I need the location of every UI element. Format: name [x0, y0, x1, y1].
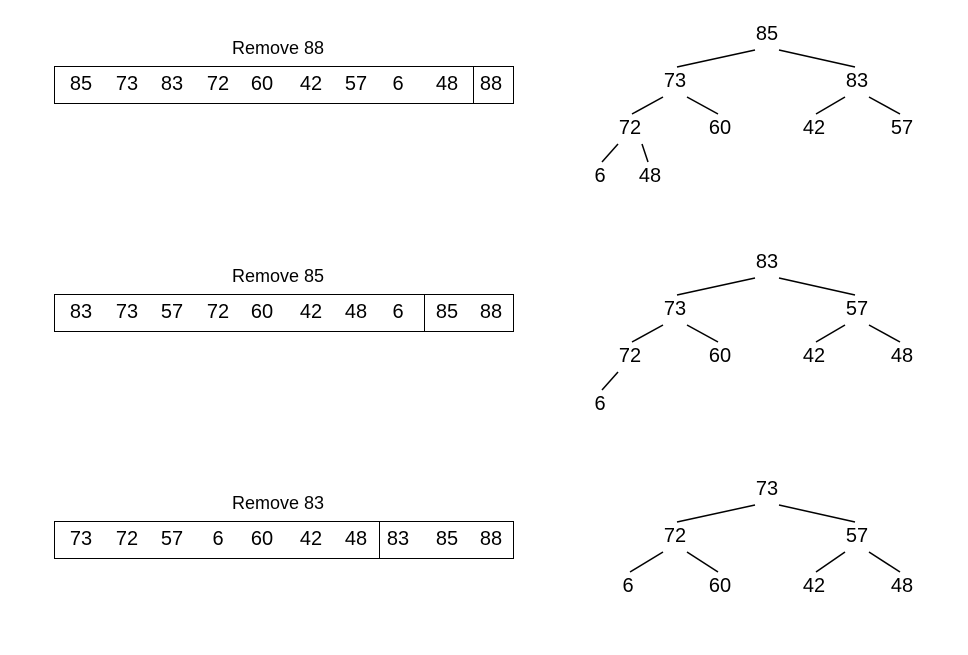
array-cell: 42: [299, 528, 323, 550]
array-cell: 48: [344, 301, 368, 323]
tree-node: 72: [619, 345, 641, 367]
tree-edge: [631, 324, 664, 343]
tree-node: 72: [664, 525, 686, 547]
array-cell: 88: [479, 73, 503, 95]
tree-node: 60: [709, 117, 731, 139]
sorted-divider: [379, 522, 380, 558]
array-cell: 60: [250, 528, 274, 550]
tree-node: 48: [891, 345, 913, 367]
tree-edge: [778, 49, 856, 68]
array-cell: 73: [115, 73, 139, 95]
tree-edge: [815, 324, 846, 343]
array-cell: 72: [206, 73, 230, 95]
tree-node: 83: [756, 251, 778, 273]
tree-node: 42: [803, 575, 825, 597]
array-cell: 57: [344, 73, 368, 95]
step-1: Remove 88 85 73 83 72 60 42 57 6 48 88 85 73 83 72 60 42…: [0, 0, 968, 200]
heap-tree: 85 73 83 72 60 42 57 6 48: [594, 23, 913, 187]
array-cell: 57: [160, 301, 184, 323]
array-cell: 72: [206, 301, 230, 323]
step-caption: Remove 83: [232, 493, 325, 513]
tree-node: 6: [594, 165, 605, 187]
tree-node: 42: [803, 117, 825, 139]
tree-edge: [601, 143, 619, 163]
array-cell: 83: [69, 301, 93, 323]
array-cell: 6: [392, 301, 404, 323]
array-cell: 48: [435, 73, 459, 95]
tree-node: 60: [709, 345, 731, 367]
tree-edge: [629, 551, 664, 573]
tree-node: 83: [846, 70, 868, 92]
array-box: 83 73 57 72 60 42 48 6 85 88: [54, 294, 514, 332]
tree-edge: [778, 504, 856, 523]
tree-node: 73: [756, 478, 778, 500]
tree-edge: [686, 324, 719, 343]
array-box: 85 73 83 72 60 42 57 6 48 88: [54, 66, 514, 104]
tree-node: 60: [709, 575, 731, 597]
tree-edge: [686, 551, 719, 573]
array-cell: 42: [299, 301, 323, 323]
step-2: Remove 85 83 73 57 72 60 42 48 6 85 88 83 73 57 72 60 42…: [0, 228, 968, 428]
tree-node: 72: [619, 117, 641, 139]
array-cell: 6: [392, 73, 404, 95]
array-cell: 72: [115, 528, 139, 550]
array-cell: 42: [299, 73, 323, 95]
step-3: Remove 83 73 72 57 6 60 42 48 83 85 88 73 72 57 6 60 42 4…: [0, 455, 968, 655]
tree-edge: [778, 277, 856, 296]
tree-node: 57: [846, 525, 868, 547]
tree-edge: [676, 49, 756, 68]
array-cell: 73: [69, 528, 93, 550]
array-cell: 48: [344, 528, 368, 550]
array-cell: 60: [250, 73, 274, 95]
tree-node: 6: [594, 393, 605, 415]
tree-node: 73: [664, 70, 686, 92]
tree-edge: [686, 96, 719, 115]
tree-node: 6: [622, 575, 633, 597]
heap-tree: 73 72 57 6 60 42 48: [622, 478, 913, 597]
sorted-divider: [473, 67, 474, 103]
tree-edge: [676, 504, 756, 523]
array-cell: 88: [479, 528, 503, 550]
tree-edge: [631, 96, 664, 115]
array-cell: 83: [160, 73, 184, 95]
array-cell: 85: [435, 528, 459, 550]
tree-node: 57: [846, 298, 868, 320]
tree-node: 73: [664, 298, 686, 320]
tree-edge: [815, 551, 846, 573]
tree-edge: [868, 96, 901, 115]
array-cell: 85: [435, 301, 459, 323]
tree-edge: [868, 551, 901, 573]
tree-edge: [601, 371, 619, 391]
array-cell: 88: [479, 301, 503, 323]
step-caption: Remove 85: [232, 266, 325, 286]
sorted-divider: [424, 295, 425, 331]
array-cell: 60: [250, 301, 274, 323]
tree-node: 42: [803, 345, 825, 367]
array-cell: 73: [115, 301, 139, 323]
tree-node: 85: [756, 23, 778, 45]
array-box: 73 72 57 6 60 42 48 83 85 88: [54, 521, 514, 559]
tree-node: 48: [639, 165, 661, 187]
array-cell: 85: [69, 73, 93, 95]
array-cell: 57: [160, 528, 184, 550]
tree-edge: [676, 277, 756, 296]
step-caption: Remove 88: [232, 38, 325, 58]
heap-tree: 83 73 57 72 60 42 48 6: [594, 251, 913, 415]
tree-edge: [815, 96, 846, 115]
tree-node: 48: [891, 575, 913, 597]
tree-node: 57: [891, 117, 913, 139]
tree-edge: [641, 143, 649, 163]
array-cell: 6: [212, 528, 224, 550]
tree-edge: [868, 324, 901, 343]
array-cell: 83: [386, 528, 410, 550]
